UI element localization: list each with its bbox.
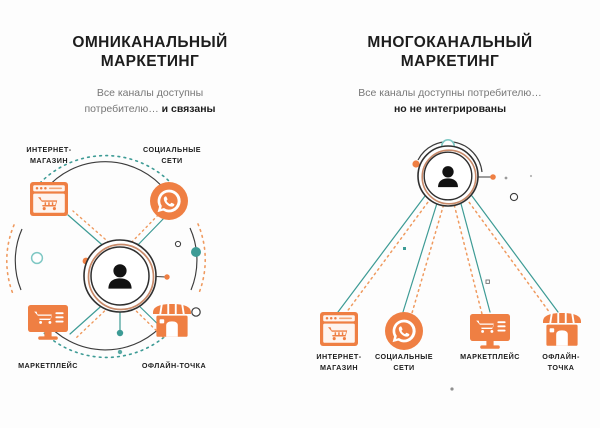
decor-dot-1 — [504, 176, 508, 180]
decor-dot-2 — [529, 174, 533, 178]
panel-multichannel: МНОГОКАНАЛЬНЫЙ МАРКЕТИНГ Все каналы дост… — [300, 0, 600, 428]
panel-subtitle-line2: потребителю… и связаны — [0, 102, 300, 118]
channel-label-line2: СЕТИ — [393, 362, 415, 372]
arc-bottom-dashed — [39, 328, 173, 359]
spoke-right-node — [164, 274, 170, 280]
channel-label-marketplace: МАРКЕТПЛЕЙС — [2, 361, 94, 372]
spoke-to-social — [132, 213, 169, 251]
channel-label-internet-shop: ИНТЕРНЕТ- МАГАЗИН — [293, 352, 385, 374]
fan-dash-internet-shop — [345, 197, 432, 314]
arc-bottom-dark — [43, 319, 167, 351]
channel-label-line1: ОФЛАЙН- — [542, 352, 580, 361]
panel-title-multichannel: МНОГОКАНАЛЬНЫЙ МАРКЕТИНГ — [300, 33, 600, 72]
storefront-icon[interactable] — [543, 312, 581, 346]
omni-node-group — [30, 240, 201, 355]
panel-title-line1: ОМНИКАНАЛЬНЫЙ — [72, 34, 228, 51]
channel-label-internet-shop: ИНТЕРНЕТ- МАГАЗИН — [3, 145, 95, 167]
channel-label-line1: МАРКЕТПЛЕЙС — [18, 361, 78, 370]
node-micro-ring — [174, 240, 182, 248]
channel-label-line2: СЕТИ — [161, 155, 183, 165]
omni-center-hub — [83, 239, 157, 313]
fan-line-internet-shop — [337, 195, 426, 313]
multi-fan-group — [337, 195, 559, 315]
arc-left-dashed — [6, 224, 15, 295]
panel-title-omnichannel: ОМНИКАНАЛЬНЫЙ МАРКЕТИНГ — [0, 33, 300, 72]
arc-top-dark — [44, 161, 167, 192]
omni-arc-group-dark — [14, 161, 198, 351]
decor-ring-small — [509, 192, 519, 202]
node-bottom-small — [117, 349, 123, 355]
arc-left-dark — [14, 228, 23, 291]
omni-arc-group-dashed — [6, 154, 206, 359]
multi-center-hub — [417, 145, 479, 207]
channel-label-offline-point: ОФЛАЙН-ТОЧКА — [128, 361, 220, 372]
channel-label-line1: ИНТЕРНЕТ- — [316, 352, 362, 361]
panel-omnichannel: ОМНИКАНАЛЬНЫЙ МАРКЕТИНГ Все каналы досту… — [0, 33, 300, 372]
hub-node-orange — [412, 160, 420, 168]
marketplace-monitor-icon[interactable] — [28, 305, 68, 340]
spoke-to-internet-shop — [67, 214, 109, 251]
online-store-icon[interactable] — [30, 182, 68, 216]
channel-label-line2: ТОЧКА — [547, 362, 575, 372]
panel-subtitle-line1: Все каналы доступны — [96, 87, 204, 99]
fan-line-social — [402, 199, 439, 313]
diagram-omnichannel — [6, 154, 206, 359]
hub-arc-dark — [417, 141, 483, 173]
panel-subtitle-multichannel: Все каналы доступны потребителю… но не и… — [300, 86, 600, 118]
decor-square-left — [403, 247, 406, 250]
panel-subtitle-line1: Все каналы доступны потребителю… — [358, 87, 542, 99]
spoke-to-internet-shop-dashed — [72, 210, 114, 247]
channel-label-line1: ИНТЕРНЕТ- — [26, 145, 72, 154]
panel-title-line2: МАРКЕТИНГ — [400, 53, 500, 71]
panel-subtitle-omnichannel: Все каналы доступны потребителю… и связа… — [0, 86, 300, 118]
decor-square-right — [485, 279, 490, 284]
storefront-icon[interactable] — [153, 303, 191, 337]
panel-subtitle-plain: потребителю… — [84, 102, 159, 115]
channel-label-offline-point: ОФЛАЙН- ТОЧКА — [515, 352, 600, 374]
node-left-hollow — [30, 251, 44, 265]
whatsapp-icon[interactable] — [150, 182, 188, 220]
channel-label-social-networks: СОЦИАЛЬНЫЕ СЕТИ — [126, 145, 218, 167]
node-right-filled — [191, 247, 201, 257]
panel-title-line1: МНОГОКАНАЛЬНЫЙ — [367, 34, 533, 51]
panel-subtitle-accent: но не интегрированы — [393, 102, 507, 115]
panel-subtitle-accent: и связаны — [161, 102, 216, 115]
fan-line-offline — [471, 195, 559, 313]
decor-dot-3 — [450, 387, 454, 391]
fan-dash-marketplace — [452, 199, 483, 315]
channel-label-marketplace: МАРКЕТПЛЕЙС — [444, 352, 536, 363]
node-right-hollow — [191, 307, 201, 317]
hub-stub-node — [490, 174, 496, 180]
arc-top-dashed — [39, 154, 173, 185]
whatsapp-icon[interactable] — [385, 312, 423, 350]
channel-label-line1: МАРКЕТПЛЕЙС — [460, 352, 520, 361]
spoke-down-node — [116, 329, 124, 337]
channel-label-line2: МАГАЗИН — [320, 362, 358, 372]
fan-dash-offline — [465, 197, 551, 314]
spoke-to-social-dashed — [127, 209, 164, 247]
spoke-to-marketplace-dashed — [75, 303, 113, 339]
panel-title-line2: МАРКЕТИНГ — [100, 53, 200, 71]
fan-line-marketplace — [459, 199, 491, 313]
arc-right-dark — [189, 227, 198, 291]
online-store-icon[interactable] — [320, 312, 358, 346]
channel-label-social-networks: СОЦИАЛЬНЫЕ СЕТИ — [358, 352, 450, 374]
channel-label-line1: СОЦИАЛЬНЫЕ — [142, 145, 202, 154]
channel-label-line1: ОФЛАЙН-ТОЧКА — [141, 361, 207, 370]
marketplace-monitor-icon[interactable] — [470, 314, 510, 349]
arc-right-dashed — [197, 223, 206, 294]
channel-label-line1: СОЦИАЛЬНЫЕ — [374, 352, 434, 361]
diagram-multichannel — [320, 138, 581, 391]
channel-label-line2: МАГАЗИН — [30, 155, 68, 165]
